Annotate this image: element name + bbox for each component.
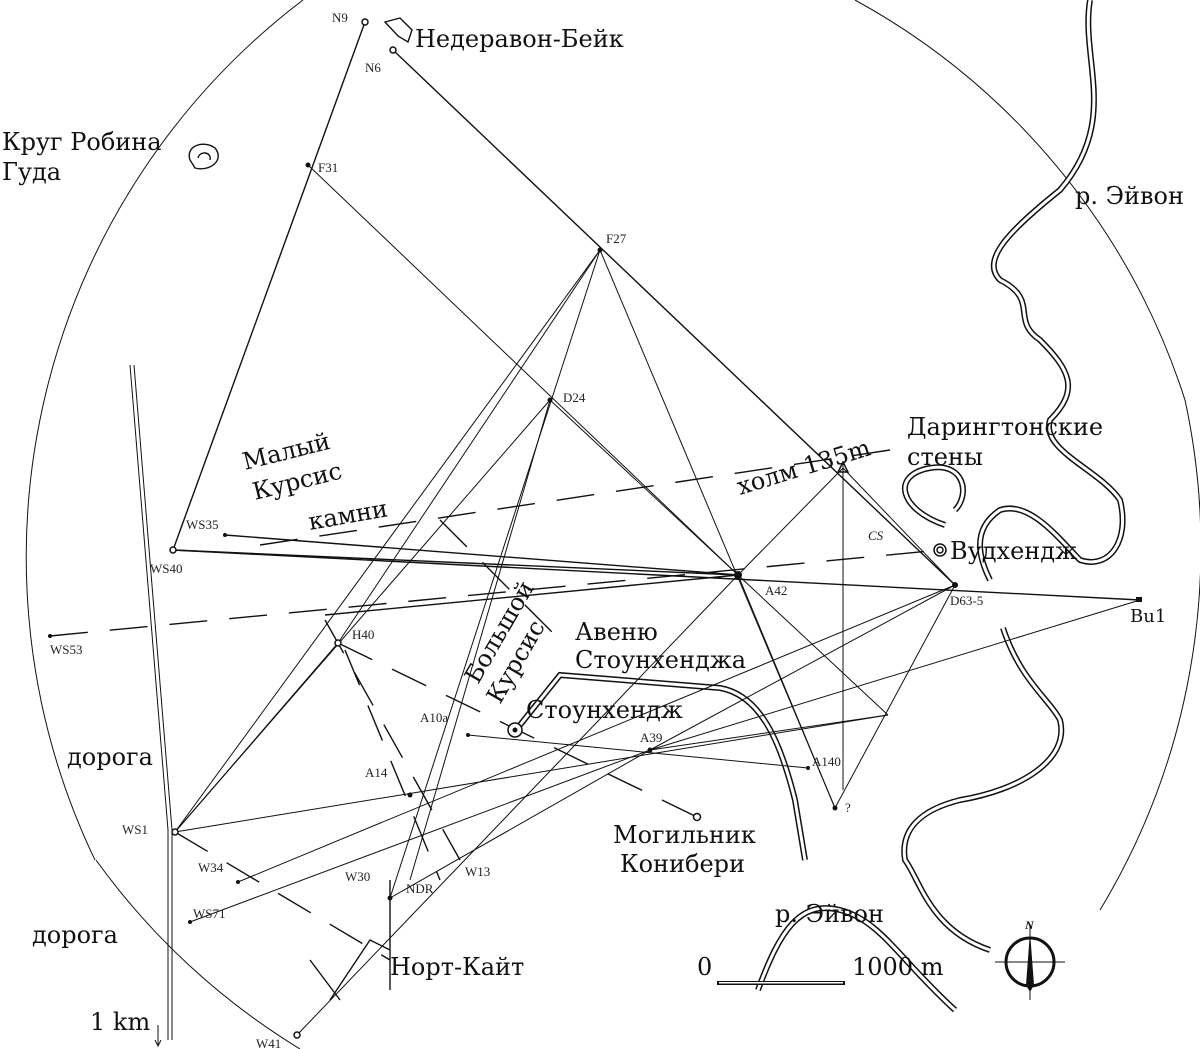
woodhenge-icon [933, 543, 947, 557]
scale-bar: 0 1000 m [697, 953, 944, 985]
sightlines [172, 21, 1141, 1036]
label-W13: W13 [465, 864, 490, 879]
label-WS35: WS35 [186, 517, 219, 532]
label-stones: камни [306, 494, 390, 535]
label-NDR: NDR [406, 881, 434, 896]
label-road-1: дорога [67, 743, 153, 771]
label-F31: F31 [318, 160, 338, 175]
label-km-marker: 1 km [90, 1008, 150, 1036]
label-A39: A39 [640, 730, 662, 745]
netheravon-barrow [383, 17, 413, 44]
label-conybury-1: Могильник [613, 821, 756, 849]
hill-triangle-icon [836, 460, 850, 473]
label-A42: A42 [765, 583, 787, 598]
svg-text:0: 0 [697, 953, 712, 981]
label-WS40: WS40 [150, 561, 183, 576]
label-durrington-1: Дарингтонские [907, 413, 1103, 441]
label-WS53: WS53 [50, 642, 83, 657]
label-WS71: WS71 [193, 906, 226, 921]
label-CS: CS [868, 528, 884, 543]
dashed-sightlines [49, 449, 941, 961]
north-kite [309, 880, 391, 1001]
label-road-2: дорога [32, 921, 118, 949]
compass-icon: N [995, 918, 1065, 1000]
label-avenue-1: Авеню [575, 618, 658, 646]
km-arrow-icon [154, 1025, 162, 1048]
label-W34: W34 [198, 860, 224, 875]
label-robin-hood-2: Гуда [2, 158, 61, 186]
label-A14: A14 [365, 765, 388, 780]
river-avon [755, 0, 1126, 1013]
stonehenge-icon [507, 722, 523, 738]
road [129, 364, 173, 1040]
label-A10a: A10a [420, 710, 448, 725]
label-river-avon-ne: р. Эйвон [1075, 182, 1184, 210]
label-H40: H40 [352, 627, 374, 642]
label-north-kite: Норт-Кайт [390, 953, 524, 981]
label-hill: холм 135m [734, 434, 874, 501]
label-woodhenge: Вудхендж [950, 537, 1077, 565]
site-markers [48, 18, 1142, 1039]
label-Bu1: Bu1 [1130, 606, 1166, 627]
label-avenue-2: Стоунхенджа [575, 646, 746, 674]
label-W30: W30 [345, 869, 370, 884]
label-stonehenge: Стоунхендж [526, 696, 683, 724]
stonehenge-avenue [517, 671, 808, 861]
robin-hood-ball [188, 143, 219, 170]
label-WS1: WS1 [122, 822, 148, 837]
label-A140: A140 [812, 754, 841, 769]
svg-text:1000 m: 1000 m [852, 953, 944, 981]
label-D24: D24 [563, 390, 586, 405]
svg-text:N: N [1024, 918, 1035, 932]
durrington-walls [901, 464, 966, 528]
label-F27: F27 [606, 231, 627, 246]
label-D63-5: D63-5 [950, 593, 983, 608]
label-N6: N6 [365, 60, 381, 75]
radius-circle [25, 0, 1200, 1049]
label-conybury-2: Конибери [620, 850, 745, 878]
label-question: ? [845, 800, 851, 815]
label-W41: W41 [256, 1036, 281, 1049]
label-river-avon-s: р. Эйвон [775, 900, 884, 928]
label-netheravon: Недеравон-Бейк [415, 25, 624, 53]
label-durrington-2: стены [907, 443, 983, 471]
label-N9: N9 [332, 10, 348, 25]
label-robin-hood-1: Круг Робина [2, 128, 162, 156]
